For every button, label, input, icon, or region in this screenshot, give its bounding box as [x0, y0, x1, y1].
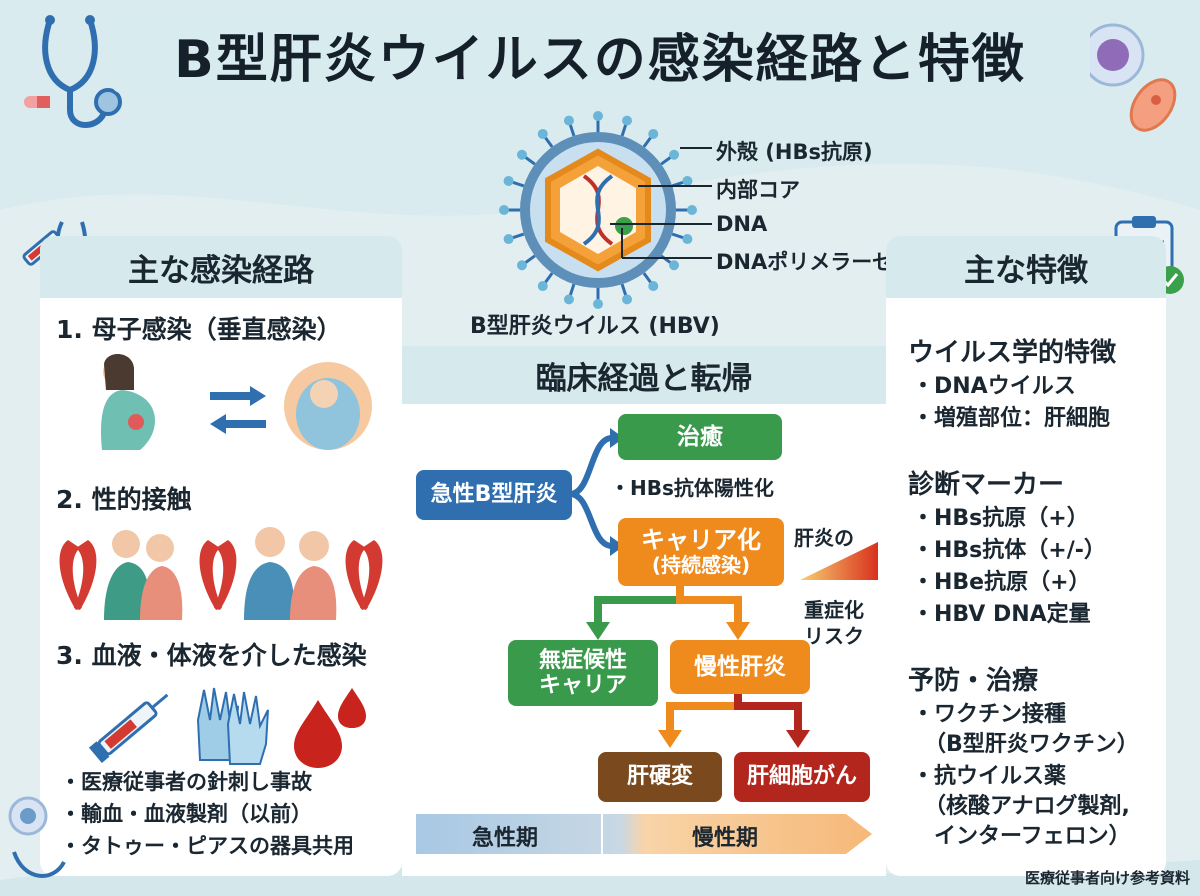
liver-cancer-box: 肝細胞がん: [734, 752, 870, 802]
risk-label-2: 重症化: [804, 598, 864, 622]
virus-caption: B型肝炎ウイルス (HBV): [470, 314, 720, 339]
hbv-virus-illustration: [499, 111, 697, 309]
infection-routes-heading: 主な感染経路: [40, 236, 402, 298]
footnote: 医療従事者向け参考資料: [1024, 869, 1190, 887]
feature-item-vaccine: ・ワクチン接種: [912, 702, 1067, 727]
carrier-box: キャリア化 (持続感染): [618, 518, 784, 586]
bacteria-icon: [1129, 78, 1177, 132]
virus-label-core: 内部コア: [716, 178, 800, 202]
feature-title-markers: 診断マーカー: [908, 470, 1065, 500]
feature-item-replication-site: ・増殖部位：肝細胞: [912, 406, 1111, 431]
blood-bullet-transfusion: ・輸血・血液製剤（以前）: [60, 802, 312, 826]
feature-item-hbsag: ・HBs抗原（+）: [912, 506, 1089, 531]
feature-item-antiviral: ・抗ウイルス薬: [912, 764, 1067, 789]
feature-item-dna-virus: ・DNAウイルス: [912, 374, 1076, 399]
feature-title-virology: ウイルス学的特徴: [908, 338, 1117, 368]
feature-title-prevention: 予防・治療: [908, 666, 1039, 696]
cure-box: 治癒: [618, 414, 782, 460]
blood-contact-illustration: [88, 687, 366, 768]
title-bar: B型肝炎ウイルスの感染経路と特徴: [110, 14, 1090, 94]
feature-item-hbsab: ・HBs抗体（+/-）: [912, 538, 1106, 563]
carrier-label: キャリア化: [641, 525, 761, 554]
phase-acute-label: 急性期: [472, 826, 539, 851]
blood-bullet-needlestick: ・医療従事者の針刺し事故: [60, 770, 312, 794]
carrier-sub-label: (持続感染): [651, 553, 751, 578]
blood-bullet-tattoo: ・タトゥー・ピアスの器具共用: [60, 834, 354, 858]
route-title-blood: 3. 血液・体液を介した感染: [56, 641, 367, 670]
risk-label-1: 肝炎の: [794, 526, 854, 550]
clinical-course-heading: 臨床経過と転帰: [402, 346, 886, 404]
clinical-course-panel: 臨床経過と転帰 急性B型肝炎 治癒: [402, 346, 886, 876]
chronic-hepatitis-box: 慢性肝炎: [670, 640, 810, 694]
route-title-mother-child: 1. 母子感染（垂直感染）: [56, 315, 342, 344]
risk-label-3: リスク: [804, 624, 864, 648]
acute-hepatitis-b-box: 急性B型肝炎: [416, 470, 572, 520]
virus-leader-lines: [610, 147, 712, 259]
feature-item-vaccine-note: （B型肝炎ワクチン）: [924, 732, 1139, 757]
page-title: B型肝炎ウイルスの感染経路と特徴: [174, 29, 1026, 90]
feature-item-hbeag: ・HBe抗原（+）: [912, 570, 1091, 595]
virus-label-envelope: 外殻 (HBs抗原): [716, 140, 873, 164]
cirrhosis-box: 肝硬変: [598, 752, 722, 802]
cell-stethoscope-icon: [8, 796, 66, 878]
virus-label-polymerase: DNAポリメラーゼ: [716, 250, 894, 274]
asymptomatic-label-2: キャリア: [538, 673, 627, 698]
mother-child-illustration: [100, 353, 372, 450]
stethoscope-icon: [42, 15, 122, 128]
asymptomatic-label-1: 無症候性: [538, 647, 627, 673]
cure-note: ・HBs抗体陽性化: [610, 476, 774, 500]
features-heading: 主な特徴: [886, 236, 1166, 298]
asymptomatic-carrier-box: 無症候性 キャリア: [508, 640, 658, 706]
flow-arrows: [416, 428, 878, 854]
features-panel: 主な特徴 ウイルス学的特徴 ・DNAウイルス ・増殖部位：肝細胞 診断マーカー …: [886, 236, 1166, 876]
pill-icon: [24, 96, 50, 108]
infection-routes-panel: 主な感染経路 1. 母子感染（垂直感染） 2. 性的接触 3.: [40, 236, 402, 876]
feature-item-antiviral-note2: インターフェロン）: [934, 824, 1131, 849]
phase-chronic-label: 慢性期: [692, 826, 759, 851]
virus-label-dna: DNA: [716, 212, 768, 236]
sexual-contact-illustration: [59, 527, 383, 620]
feature-item-antiviral-note1: （核酸アナログ製剤,: [924, 794, 1130, 819]
feature-item-hbv-dna: ・HBV DNA定量: [912, 602, 1091, 627]
route-title-sexual-contact: 2. 性的接触: [56, 485, 192, 514]
